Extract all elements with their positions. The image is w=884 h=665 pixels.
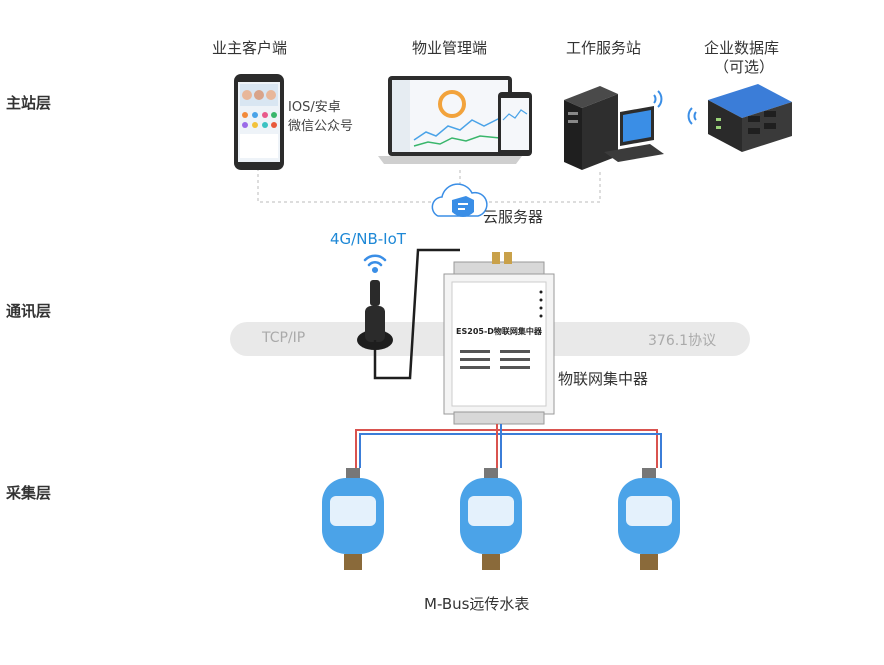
layer-label-comm: 通讯层	[6, 302, 52, 320]
property-caption: 物业管理端	[412, 39, 488, 57]
concentrator-model-label: ES205-D物联网集中器	[456, 326, 543, 336]
cloud-icon	[431, 183, 488, 217]
meters-caption: M-Bus远传水表	[424, 595, 530, 613]
concentrator-caption: 物联网集中器	[558, 370, 649, 388]
workstation-caption: 工作服务站	[566, 39, 642, 57]
client-platform-line1: IOS/安卓	[288, 100, 341, 115]
database-caption: 企业数据库	[704, 39, 780, 57]
tablet-phone-icon	[498, 92, 532, 156]
database-icon	[708, 84, 792, 152]
water-meter-2	[460, 468, 522, 570]
mbus-wiring	[355, 424, 662, 468]
client-platform-line2: 微信公众号	[288, 119, 354, 134]
layer-label-master: 主站层	[6, 94, 52, 112]
protocol-right: 376.1协议	[648, 333, 717, 349]
phone-icon	[234, 74, 284, 170]
water-meter-3	[618, 468, 680, 570]
concentrator-device	[443, 252, 555, 425]
water-meter-1	[322, 468, 384, 570]
antenna-icon	[357, 248, 460, 380]
protocol-left: TCP/IP	[262, 330, 306, 346]
cloud-caption: 云服务器	[483, 208, 544, 226]
wireless-signal-icon	[363, 254, 387, 274]
database-note: （可选）	[714, 58, 775, 76]
client-platforms: IOS/安卓 微信公众号	[288, 98, 353, 136]
client-caption: 业主客户端	[212, 39, 288, 57]
workstation-signal-icon	[653, 90, 663, 108]
network-caption: 4G/NB-IoT	[330, 230, 406, 248]
workstation-icon	[564, 86, 664, 170]
laptop-icon	[378, 76, 522, 164]
cloud-connector-lines	[257, 168, 601, 203]
layer-label-collect: 采集层	[6, 484, 52, 502]
database-signal-icon	[687, 107, 697, 125]
